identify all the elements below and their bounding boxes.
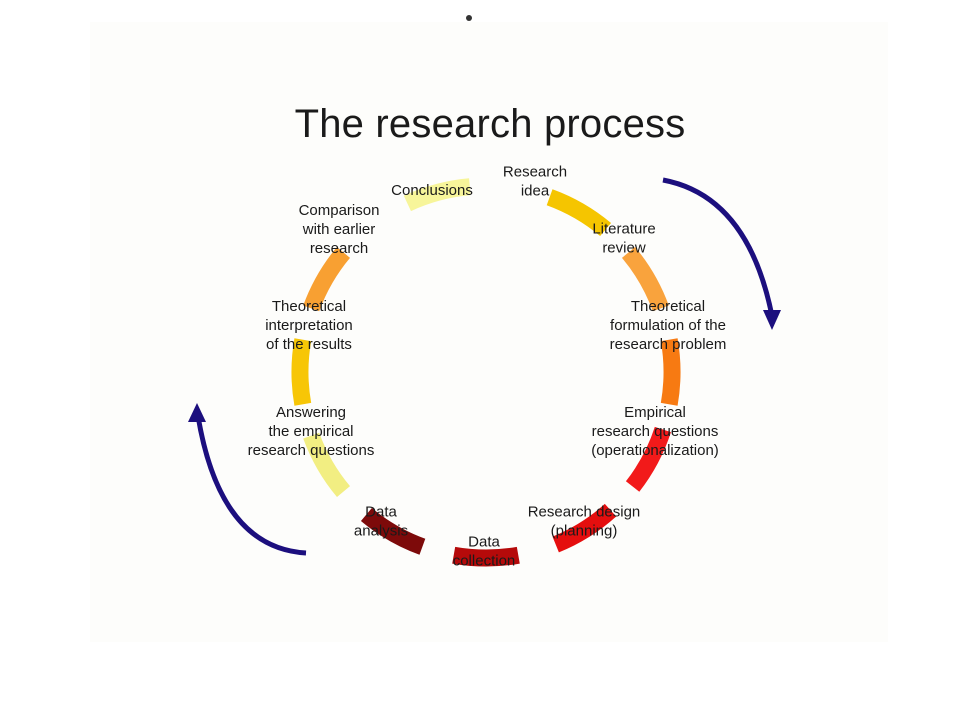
cycle-step-label-line: Conclusions bbox=[391, 182, 473, 199]
cycle-step-label: Data analysis bbox=[354, 504, 408, 540]
cycle-step-label-line: Empirical bbox=[624, 404, 686, 421]
clockwise-arrow-left bbox=[195, 415, 307, 556]
cycle-step-label-line: analysis bbox=[354, 523, 408, 540]
cycle-step-label-line: Comparison bbox=[299, 202, 380, 219]
cycle-step-label-line: review bbox=[602, 240, 646, 257]
cycle-segment bbox=[303, 246, 351, 312]
cycle-segments bbox=[291, 178, 681, 567]
cycle-step-label-line: interpretation bbox=[265, 317, 353, 334]
cycle-step-label-line: with earlier bbox=[302, 221, 376, 238]
cycle-step-label-line: Data bbox=[365, 504, 397, 521]
cycle-step-label-line: formulation of the bbox=[610, 317, 726, 334]
cycle-step-label-line: research bbox=[310, 240, 368, 257]
cycle-segment bbox=[360, 507, 426, 555]
cycle-step-label-line: Answering bbox=[276, 404, 346, 421]
cycle-step-label-line: (planning) bbox=[551, 523, 618, 540]
cycle-segment bbox=[621, 246, 669, 312]
cycle-step-label-line: research problem bbox=[610, 336, 727, 353]
cycle-step-label: Empirical research questions (operationali… bbox=[591, 404, 719, 459]
cycle-step-label-line: the empirical bbox=[268, 423, 353, 440]
arrow-right-head bbox=[763, 310, 781, 330]
cycle-step-label-line: Research design bbox=[528, 504, 641, 521]
cycle-step-label-line: Theoretical bbox=[631, 298, 705, 315]
cycle-step-label-line: research questions bbox=[248, 442, 375, 459]
cycle-segment bbox=[660, 338, 681, 406]
cycle-segment bbox=[552, 503, 617, 553]
cycle-step-label: Data collection bbox=[453, 534, 516, 570]
cycle-step-label-line: (operationalization) bbox=[591, 442, 719, 459]
cycle-step-label-line: Data bbox=[468, 534, 500, 551]
cycle-step-label-line: of the results bbox=[266, 336, 352, 353]
cycle-segment bbox=[625, 426, 671, 492]
cycle-segment bbox=[291, 338, 312, 406]
cycle-step-label: Research idea bbox=[503, 164, 567, 200]
cycle-step-label: Theoretical interpretation of the results bbox=[265, 298, 353, 353]
cycle-step-label: Answering the empirical research questions bbox=[248, 404, 375, 459]
cycle-step-label-line: research questions bbox=[592, 423, 719, 440]
cycle-step-label: Comparison with earlier research bbox=[299, 202, 380, 257]
cycle-step-label-line: collection bbox=[453, 553, 516, 570]
clockwise-arrow-right bbox=[662, 177, 775, 317]
slide-background bbox=[90, 22, 888, 642]
cycle-segment bbox=[546, 189, 612, 237]
cycle-step-label: Theoretical formulation of the research pr… bbox=[610, 298, 727, 353]
cycle-segment bbox=[403, 178, 471, 212]
top-mark bbox=[466, 15, 472, 21]
cycle-step-label: Conclusions bbox=[391, 182, 473, 199]
arrow-left-head bbox=[188, 403, 206, 422]
cycle-step-label: Literature review bbox=[592, 221, 655, 257]
cycle-segment bbox=[452, 546, 520, 567]
cycle-step-label-line: Literature bbox=[592, 221, 655, 238]
cycle-step-label-line: Theoretical bbox=[272, 298, 346, 315]
cycle-step-label-line: Research bbox=[503, 164, 567, 181]
cycle-step-label-line: idea bbox=[521, 183, 550, 200]
cycle-segment bbox=[303, 432, 351, 498]
cycle-step-label: Research design (planning) bbox=[528, 504, 641, 540]
diagram-title: The research process bbox=[294, 102, 686, 146]
